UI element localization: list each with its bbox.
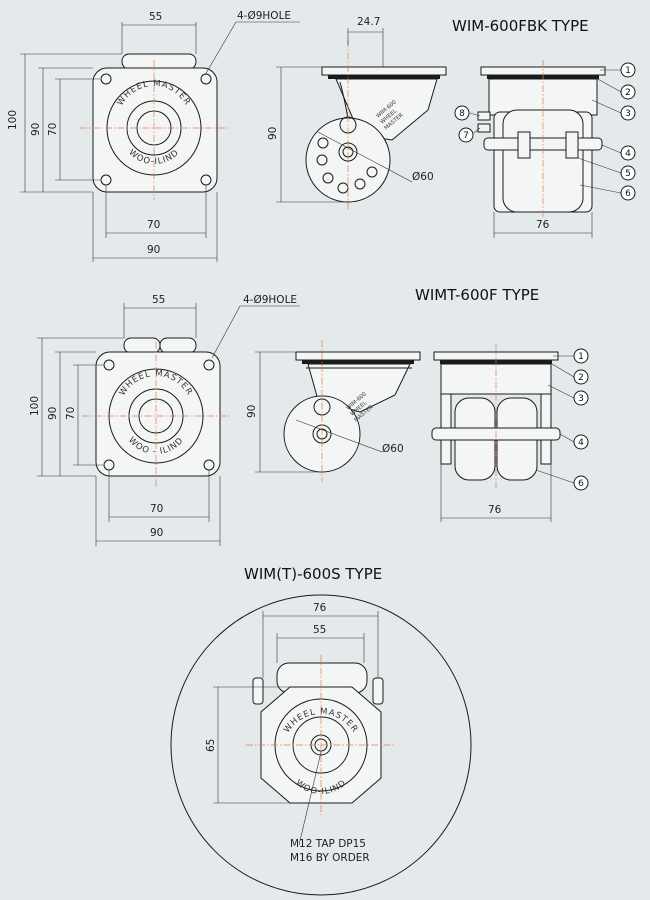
balloon-5: 5 bbox=[625, 169, 631, 179]
top-view-dims: 55 4-Ø9HOLE 100 90 70 70 90 bbox=[29, 294, 300, 546]
balloon-1: 1 bbox=[625, 66, 631, 76]
dim-height-inner: 70 bbox=[47, 123, 59, 136]
balloon-6: 6 bbox=[625, 189, 631, 199]
dim-height-inner: 70 bbox=[65, 407, 77, 420]
dim-height-overall: 100 bbox=[7, 110, 19, 130]
hole-note: 4-Ø9HOLE bbox=[237, 10, 291, 22]
balloon-1: 1 bbox=[578, 352, 584, 362]
top-view-plate: WHEEL MASTER WOO - ILIND bbox=[82, 337, 232, 488]
dim-width-inner: 70 bbox=[150, 503, 163, 515]
section-title: WIM(T)-600S TYPE bbox=[244, 565, 382, 583]
dim-height-mid: 90 bbox=[47, 407, 59, 420]
balloon-2: 2 bbox=[578, 373, 584, 383]
dim-width-overall: 90 bbox=[147, 244, 160, 256]
section-title: WIMT-600F TYPE bbox=[415, 286, 539, 304]
dim-height-mid: 90 bbox=[30, 123, 42, 136]
detail-dims: 76 55 65 M12 TAP DP15 M16 BY ORDER bbox=[205, 602, 379, 864]
top-view-dims: 55 4-Ø9HOLE 100 90 70 70 90 bbox=[7, 10, 300, 262]
balloon-4: 4 bbox=[625, 149, 631, 159]
tap-note-line2: M16 BY ORDER bbox=[290, 852, 370, 864]
dim-inner: 55 bbox=[313, 624, 326, 636]
balloon-3: 3 bbox=[578, 394, 584, 404]
dim-caster-height: 90 bbox=[267, 127, 279, 140]
top-view-plate: WHEEL MASTER WOO-ILIND bbox=[80, 53, 230, 200]
detail-circle bbox=[170, 594, 472, 896]
balloon-8: 8 bbox=[459, 109, 465, 119]
balloon-4: 4 bbox=[578, 438, 584, 448]
balloon-7: 7 bbox=[463, 131, 469, 141]
dim-hole-pitch: 55 bbox=[152, 294, 165, 306]
dim-track: 76 bbox=[536, 219, 550, 231]
front-view: 76 bbox=[477, 60, 606, 238]
dim-offset: 24.7 bbox=[357, 16, 380, 28]
dim-track: 76 bbox=[488, 504, 502, 516]
dim-height-overall: 100 bbox=[29, 396, 41, 416]
tap-note-line1: M12 TAP DP15 bbox=[290, 838, 366, 850]
balloon-6: 6 bbox=[578, 479, 584, 489]
side-view: WIM-600 WHEEL MASTER 90 Ø60 bbox=[246, 340, 421, 482]
hole-note: 4-Ø9HOLE bbox=[243, 294, 297, 306]
section-wimt-600f: WIMT-600F TYPE WHEEL MASTER WOO - ILIND … bbox=[29, 286, 589, 546]
section-wim-t-600s: WIM(T)-600S TYPE WHEEL MASTER WOO-ILIND … bbox=[170, 565, 472, 896]
dim-track: 76 bbox=[313, 602, 327, 614]
dim-width-inner: 70 bbox=[147, 219, 160, 231]
side-view: WIM-600 WHEEL MASTER 24.7 90 Ø60 bbox=[267, 16, 447, 210]
part-balloons: 1 2 3 8 7 4 5 6 bbox=[454, 62, 636, 201]
dim-caster-height: 90 bbox=[246, 405, 258, 418]
balloon-3: 3 bbox=[625, 109, 631, 119]
dim-wheel-dia: Ø60 bbox=[412, 171, 434, 183]
dim-wheel-dia: Ø60 bbox=[382, 443, 404, 455]
front-view: 76 bbox=[431, 344, 561, 522]
dim-height: 65 bbox=[205, 739, 217, 752]
part-balloons: 1 2 3 4 6 bbox=[535, 348, 589, 491]
section-title: WIM-600FBK TYPE bbox=[452, 17, 589, 35]
section-wim-600fbk: WIM-600FBK TYPE WHEEL MASTER WOO-ILIND 5… bbox=[7, 10, 636, 262]
stem-plate-view: WHEEL MASTER WOO-ILIND bbox=[246, 655, 396, 815]
dim-hole-pitch: 55 bbox=[149, 11, 162, 23]
dim-width-overall: 90 bbox=[150, 527, 163, 539]
balloon-2: 2 bbox=[625, 88, 631, 98]
